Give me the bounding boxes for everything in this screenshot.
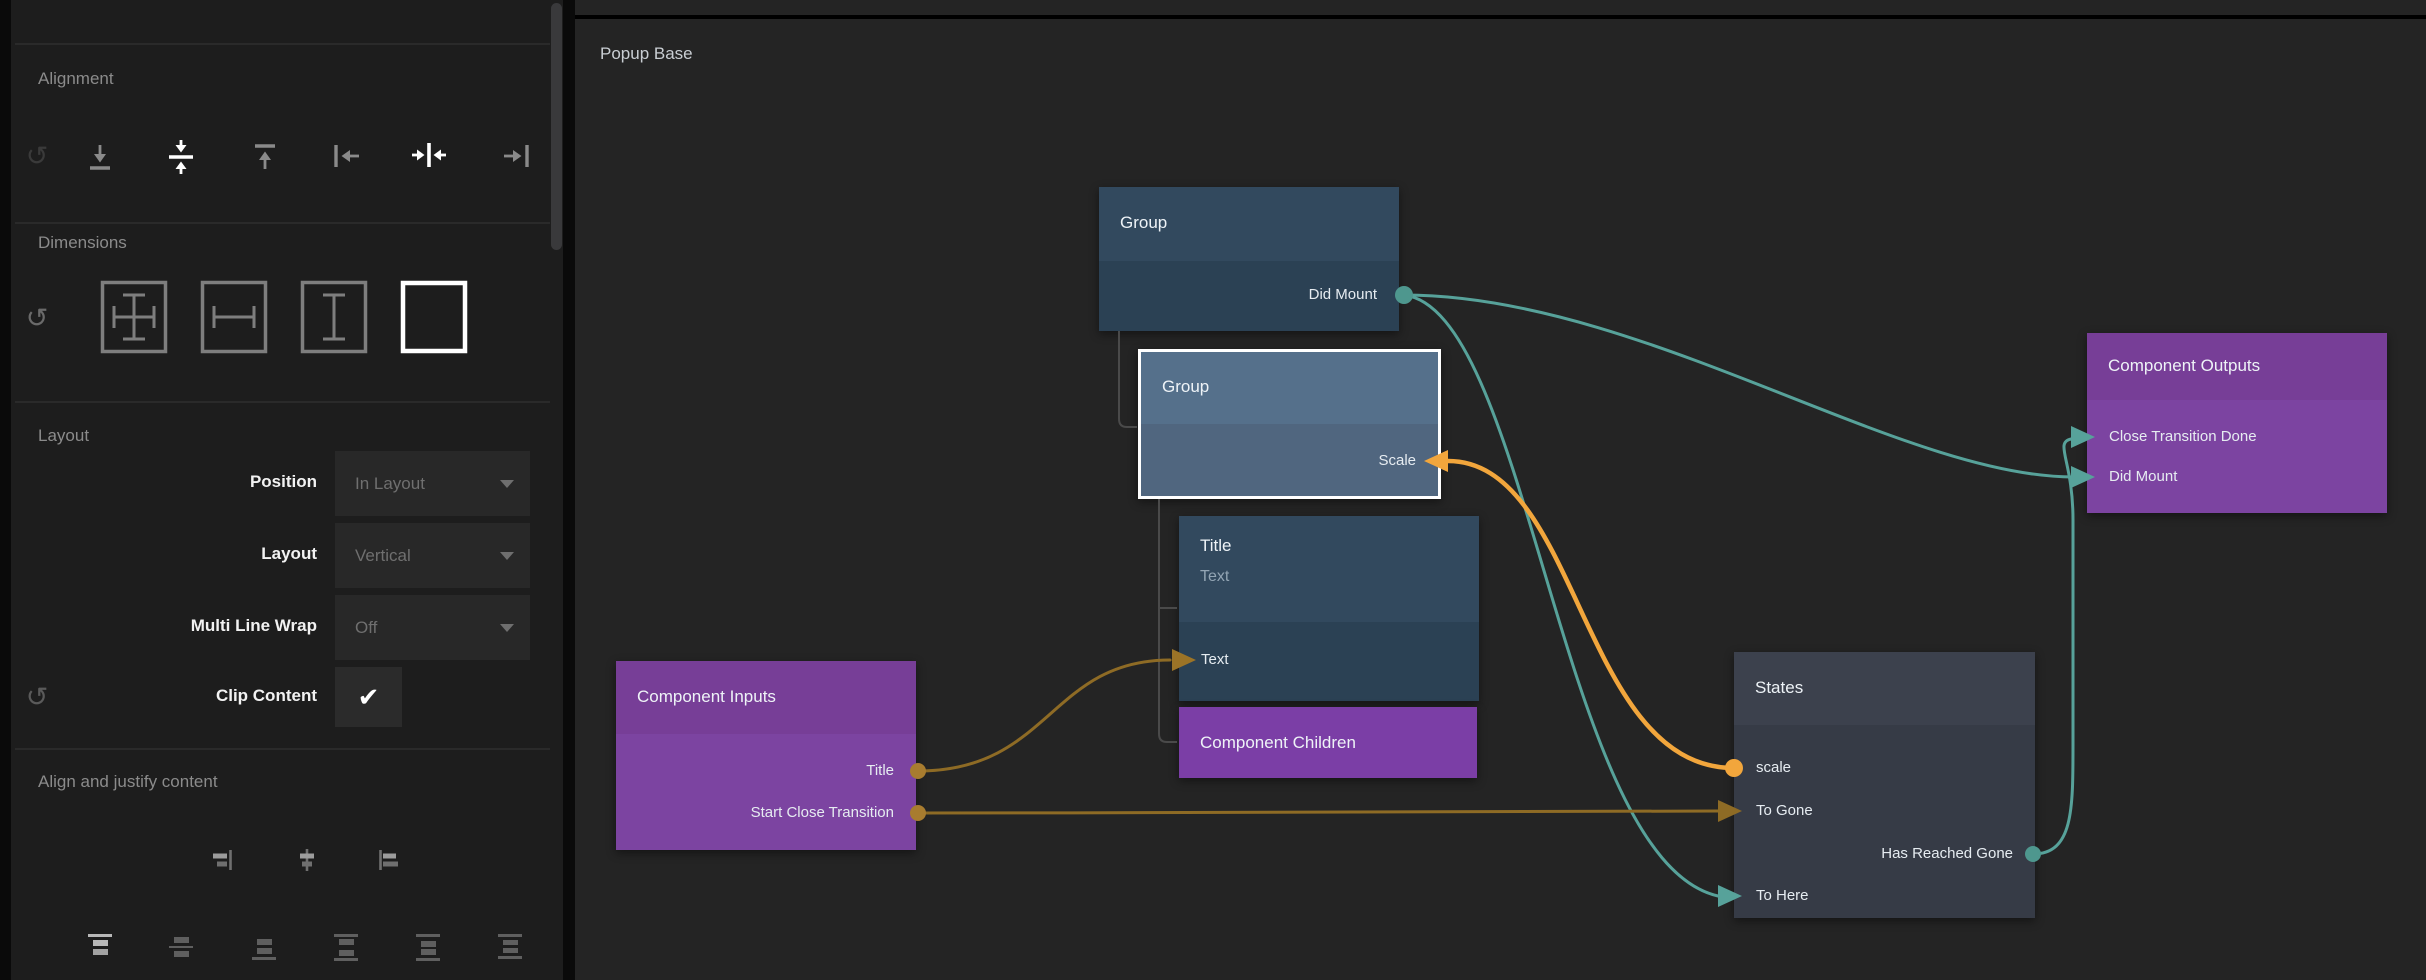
align-items-center-icon[interactable] — [294, 847, 320, 873]
sidebar-scrollbar[interactable] — [551, 3, 562, 250]
dimensions-section-title: Dimensions — [38, 233, 127, 252]
align-bottom-icon[interactable] — [86, 142, 114, 172]
justify-content-space-around-icon[interactable] — [413, 932, 443, 962]
chevron-down-icon — [500, 552, 514, 560]
align-top-icon[interactable] — [251, 142, 279, 172]
node-header — [2087, 333, 2387, 400]
port-close-transition-done[interactable]: Close Transition Done — [2109, 428, 2257, 445]
multi-line-wrap-dropdown[interactable]: Off — [335, 595, 530, 660]
node-component-children[interactable]: Component Children — [1179, 707, 1477, 778]
align-left-icon[interactable] — [332, 142, 362, 170]
node-header — [1734, 652, 2035, 725]
chevron-down-icon — [500, 624, 514, 632]
section-divider — [15, 43, 550, 45]
port-title[interactable]: Title — [866, 762, 894, 779]
justify-content-center-icon[interactable] — [166, 932, 196, 962]
layout-label: Layout — [261, 544, 317, 563]
section-divider — [15, 222, 550, 224]
node-title: Group — [1120, 213, 1168, 232]
layout-value: Vertical — [355, 546, 411, 565]
position-dropdown[interactable]: In Layout — [335, 451, 530, 516]
node-subtitle: Text — [1200, 568, 1230, 585]
node-title: Component Outputs — [2108, 356, 2261, 375]
justify-content-space-evenly-icon[interactable] — [495, 932, 525, 962]
clip-content-label: Clip Content — [215, 686, 317, 705]
justify-content-start-icon[interactable] — [85, 932, 115, 962]
section-divider — [15, 748, 550, 750]
node-title: Group — [1162, 377, 1210, 396]
chevron-down-icon — [500, 480, 514, 488]
alignment-reset-icon[interactable]: ↺ — [25, 141, 49, 171]
position-label: Position — [249, 472, 317, 491]
align-horizontal-center-icon[interactable] — [412, 141, 446, 169]
justify-content-space-between-icon[interactable] — [331, 932, 361, 962]
node-title: Component Inputs — [637, 687, 776, 706]
align-right-icon[interactable] — [501, 142, 531, 170]
align-items-end-icon[interactable] — [209, 847, 235, 873]
port-did-mount[interactable]: Did Mount — [2109, 468, 2178, 485]
clip-content-checkbox[interactable]: ✔ — [335, 667, 402, 727]
justify-content-end-icon[interactable] — [249, 932, 279, 962]
port-text[interactable]: Text — [1201, 651, 1229, 668]
port-to-gone[interactable]: To Gone — [1756, 802, 1813, 819]
canvas-top-divider — [575, 15, 2426, 19]
port-scale[interactable]: Scale — [1378, 452, 1416, 469]
multi-line-wrap-value: Off — [355, 618, 378, 637]
dimensions-width-only-icon[interactable] — [200, 280, 268, 354]
checkmark-icon: ✔ — [357, 682, 380, 712]
port-start-close-transition[interactable]: Start Close Transition — [750, 804, 894, 821]
align-vertical-center-icon[interactable] — [167, 140, 195, 174]
position-value: In Layout — [355, 474, 425, 493]
dimensions-width-and-height-icon[interactable] — [100, 280, 168, 354]
dimensions-height-only-icon[interactable] — [300, 280, 368, 354]
alignment-section-title: Alignment — [38, 69, 114, 88]
dimensions-content-size-icon[interactable] — [400, 280, 468, 354]
dimensions-reset-icon[interactable]: ↺ — [25, 303, 49, 333]
node-header — [1099, 187, 1399, 261]
align-items-start-icon[interactable] — [376, 847, 402, 873]
port-scale[interactable]: scale — [1756, 759, 1792, 776]
node-title: States — [1755, 678, 1804, 697]
node-header — [1141, 352, 1438, 424]
clip-content-reset-icon[interactable]: ↺ — [25, 682, 49, 712]
align-justify-section-title: Align and justify content — [38, 772, 218, 791]
port-did-mount[interactable]: Did Mount — [1308, 286, 1377, 303]
section-divider — [15, 401, 550, 403]
layout-section-title: Layout — [38, 426, 90, 445]
node-header — [616, 661, 916, 734]
node-title: Component Children — [1200, 733, 1356, 752]
port-has-reached-gone[interactable]: Has Reached Gone — [1881, 845, 2013, 862]
layout-dropdown[interactable]: Vertical — [335, 523, 530, 588]
port-to-here[interactable]: To Here — [1756, 887, 1809, 904]
component-breadcrumb: Popup Base — [600, 44, 693, 63]
node-title: Title — [1200, 536, 1232, 555]
multi-line-wrap-label: Multi Line Wrap — [190, 616, 317, 635]
